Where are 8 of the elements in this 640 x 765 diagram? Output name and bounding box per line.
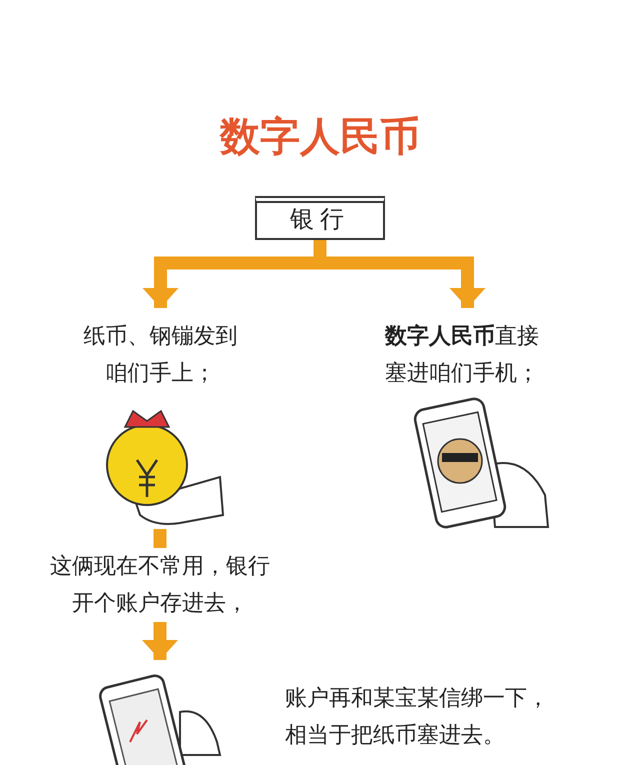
caption-text: 纸币、钢镚发到咱们手上；	[78, 318, 243, 392]
arrow	[142, 622, 178, 660]
caption-text: 数字人民币直接塞进咱们手机；	[385, 318, 550, 392]
sign-box: 银行	[255, 196, 385, 240]
connector-bar	[154, 529, 166, 548]
title: 数字人民币	[218, 113, 421, 162]
caption-text: 这俩现在不常用，银行开个账户存进去，	[40, 548, 280, 622]
caption-text: 账户再和某宝某信绑一下，相当于把纸币塞进去。	[285, 680, 560, 754]
